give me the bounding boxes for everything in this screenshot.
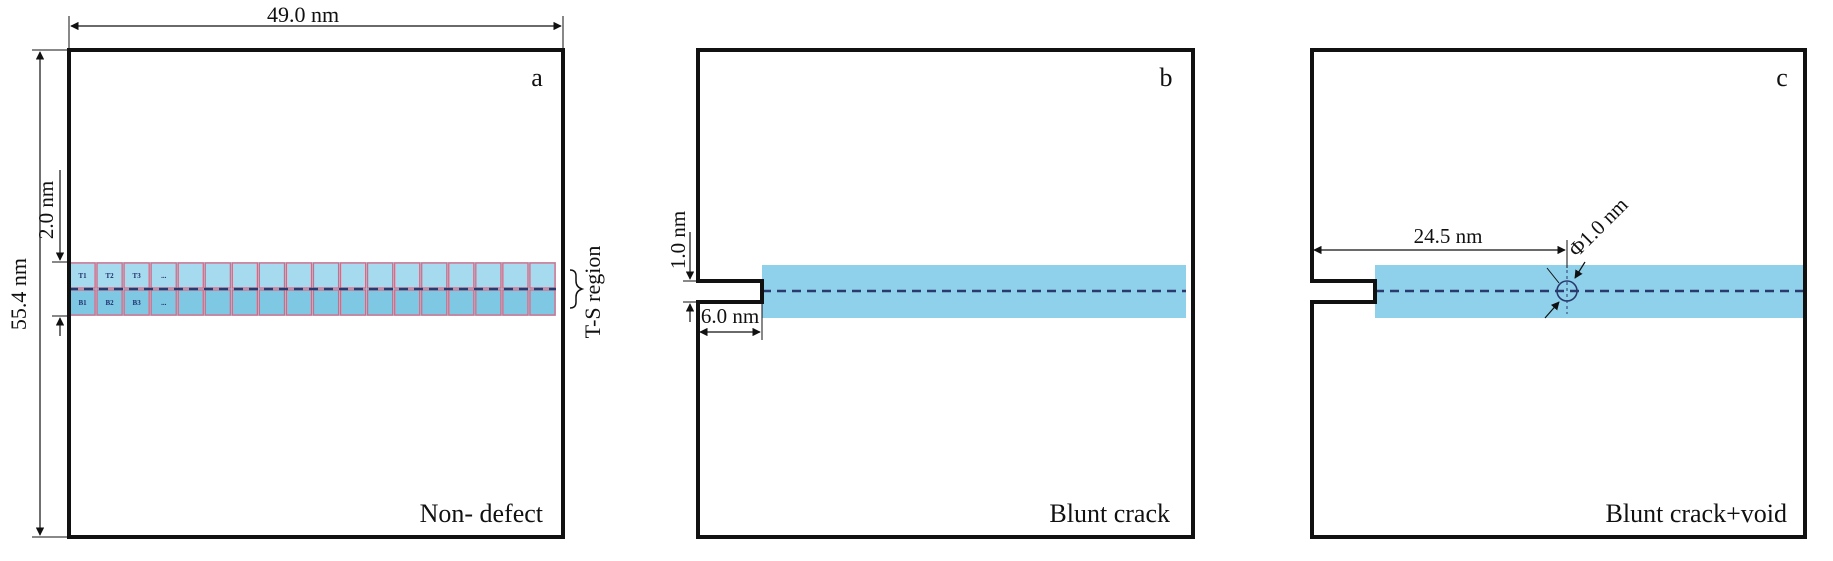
ts-cell-top	[448, 262, 475, 289]
width-label: 49.0 nm	[267, 2, 339, 27]
ts-cell-bottom	[177, 289, 204, 316]
ts-cell-top	[367, 262, 394, 289]
ts-cell-grid: T1 T2 T3... B1 B2 B3...	[69, 262, 556, 316]
void-diameter-leader-lower	[1544, 301, 1560, 319]
ts-cell-label-bottom: B1	[78, 299, 87, 307]
ts-cell-bottom	[285, 289, 313, 316]
ts-cell-label-top: T2	[105, 272, 114, 280]
ts-cell-bottom	[339, 289, 367, 316]
ts-cell-top	[231, 262, 258, 289]
ts-cell-top	[177, 262, 204, 289]
void-diameter-tick	[1546, 267, 1560, 284]
void-position-label: 24.5 nm	[1414, 224, 1483, 248]
region-height-label: 2.0 nm	[34, 181, 58, 239]
ts-cell-bottom	[231, 289, 258, 316]
ts-cell-top	[339, 262, 367, 289]
panel-c: 24.5 nm Φ1.0 nm c Blunt crack+void	[1310, 48, 1807, 539]
ts-cell-bottom	[312, 289, 340, 316]
sample-frame-with-crack	[1310, 48, 1807, 539]
sample-frame	[67, 48, 565, 539]
ts-cell-label-top: T1	[78, 272, 87, 280]
ts-cell-bottom	[69, 289, 96, 316]
ts-cell-label-bottom: ...	[161, 299, 167, 307]
ts-cell-label-top: ...	[161, 272, 167, 280]
ts-cell-top	[150, 262, 177, 289]
ts-cell-top	[285, 262, 313, 289]
ts-cell-top	[421, 262, 448, 289]
ts-cell-bottom	[204, 289, 231, 316]
panel-b: 1.0 nm 6.0 nm b Blunt crack	[666, 48, 1195, 539]
void-diameter-leader-upper	[1574, 261, 1586, 279]
ts-cell-bottom	[448, 289, 475, 316]
ts-cell-bottom	[258, 289, 286, 316]
ts-cell-bottom	[529, 289, 556, 316]
ts-cell-label-bottom: B3	[133, 299, 142, 307]
region-label: T-S region	[580, 246, 605, 339]
void-diameter-label: Φ1.0 nm	[1564, 193, 1633, 262]
ts-cell-top	[312, 262, 340, 289]
panel-a: T1 T2 T3... B1 B2 B3... 49.0 nm 55.4 nm 2.0 n…	[6, 2, 605, 539]
height-label: 55.4 nm	[6, 258, 31, 330]
ts-cell-top	[475, 262, 502, 289]
region-brace	[569, 269, 585, 309]
ts-cell-bottom	[123, 289, 150, 316]
ts-cell-bottom	[502, 289, 529, 316]
ts-cell-bottom	[394, 289, 421, 316]
ts-cell-top	[529, 262, 556, 289]
ts-cell-bottom	[96, 289, 123, 316]
crack-height-label: 1.0 nm	[666, 211, 690, 269]
ts-cell-top	[502, 262, 529, 289]
panel-letter-a: a	[531, 63, 543, 92]
ts-cell-bottom	[421, 289, 448, 316]
ts-cell-top	[96, 262, 123, 289]
ts-cell-top	[258, 262, 286, 289]
panel-caption-a: Non- defect	[420, 499, 544, 528]
ts-cell-top	[204, 262, 231, 289]
ts-cell-bottom	[475, 289, 502, 316]
panel-caption-b: Blunt crack	[1049, 499, 1170, 528]
crack-length-label: 6.0 nm	[701, 304, 759, 328]
ts-cell-top	[69, 262, 96, 289]
ts-cell-bottom	[367, 289, 394, 316]
panel-caption-c: Blunt crack+void	[1606, 499, 1787, 528]
ts-cell-top	[394, 262, 421, 289]
ts-cell-label-bottom: B2	[105, 299, 114, 307]
panel-letter-b: b	[1160, 63, 1173, 92]
panel-letter-c: c	[1776, 63, 1788, 92]
ts-cell-label-top: T3	[133, 272, 142, 280]
